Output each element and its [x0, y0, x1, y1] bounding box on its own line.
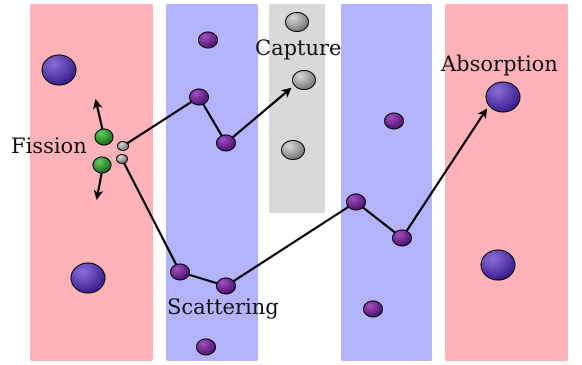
- fission-label: Fission: [11, 134, 87, 158]
- neutron-paths: [92, 87, 488, 288]
- gray-nucleus: [285, 12, 309, 32]
- scatter-nucleus: [189, 88, 209, 106]
- capture-path: [122, 87, 292, 147]
- capture-label: Capture: [255, 36, 341, 60]
- fission-fragment: [94, 128, 114, 146]
- scatter-nucleus: [346, 193, 366, 211]
- small-nucleus: [384, 112, 404, 130]
- fuel-band-right: [445, 4, 568, 361]
- fission-neutron: [117, 141, 129, 151]
- gray-nucleus: [281, 140, 305, 160]
- large-nucleus: [70, 262, 106, 294]
- fuel-band-left: [30, 4, 153, 361]
- fission-neutron: [116, 154, 128, 164]
- small-nucleus: [196, 338, 216, 356]
- moderator-band-right: [341, 4, 432, 361]
- capture-nucleus: [292, 70, 316, 90]
- fission-fragment: [92, 156, 112, 174]
- fission-fragment-arrow-up: [92, 99, 105, 133]
- small-nucleus: [363, 300, 383, 318]
- absorber-band: [269, 4, 325, 213]
- scatter-nucleus: [216, 134, 236, 152]
- scatter-nucleus: [216, 277, 236, 295]
- scatter-nucleus: [170, 263, 190, 281]
- small-nucleus: [198, 31, 218, 49]
- large-nucleus: [485, 81, 521, 113]
- absorption-label: Absorption: [440, 52, 558, 76]
- scattering-label: Scattering: [167, 295, 279, 319]
- large-nucleus: [41, 54, 77, 86]
- large-nucleus: [480, 249, 516, 281]
- fission-fragment-arrow-down: [93, 170, 104, 200]
- background-nuclei: [41, 12, 521, 356]
- absorption-path: [121, 108, 488, 288]
- scatter-nucleus: [392, 229, 412, 247]
- path-nuclei: [92, 70, 412, 295]
